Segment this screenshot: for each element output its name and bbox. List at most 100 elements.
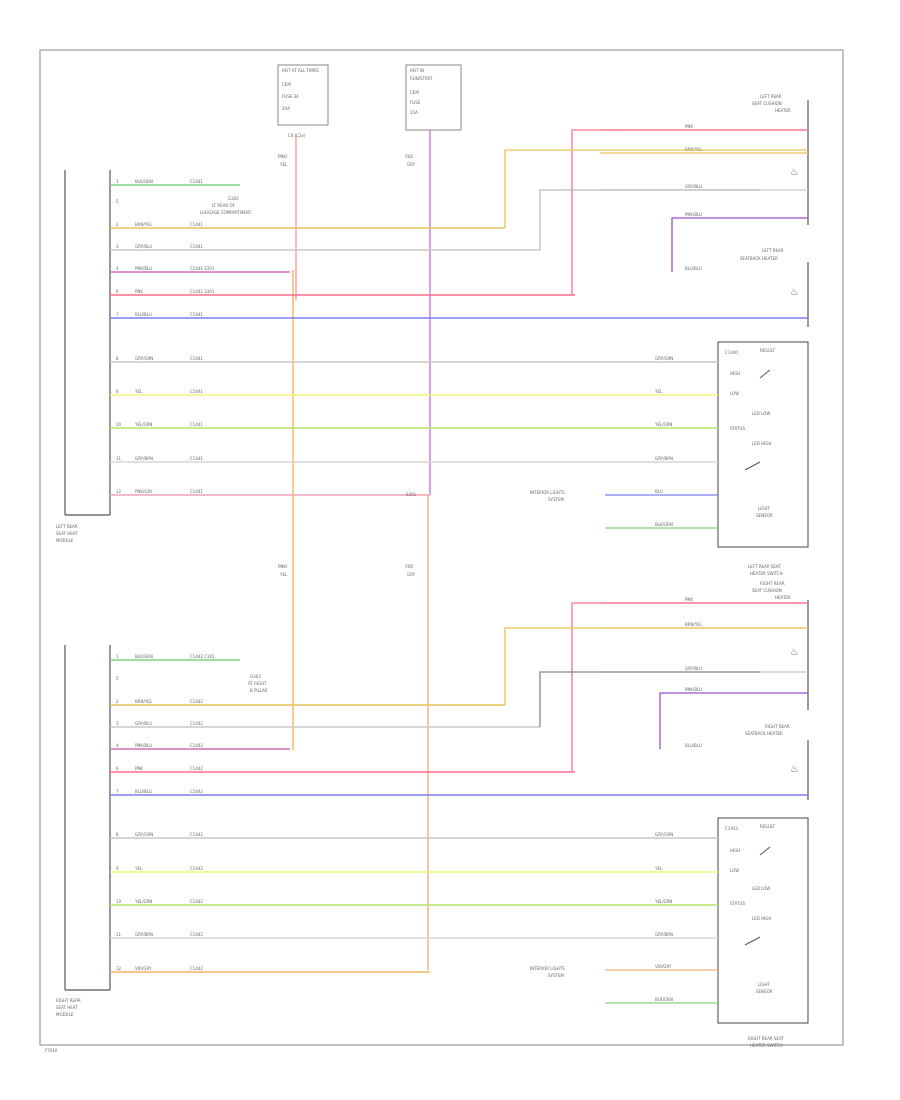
bottom-wire-conn-5: C1442: [190, 743, 203, 748]
fuse-left-line-0: HOT AT ALL TIMES: [282, 68, 319, 73]
br-switch-label-4: LED HIGH: [752, 916, 771, 921]
fuse-left-line-2: FUSE 34: [282, 94, 299, 99]
br-switch-label-7: SENSOR: [756, 989, 773, 994]
tr-switch-label-2: LOW: [730, 391, 739, 396]
top-right-switch-connector: C1440: [725, 350, 738, 355]
bottom-ground-note-2: B PILLAR: [250, 688, 268, 693]
top-ground-note-1: LT REAR OF: [212, 203, 236, 208]
bottom-wire-color-11: GRY/BRN: [135, 932, 153, 937]
bottom-wire-conn-6: C1442: [190, 766, 203, 771]
bottom-right-backrest-wire-2: BLU/BLU: [685, 743, 702, 748]
top-wire-color-11: GRY/BRN: [135, 456, 153, 461]
br-switch-label-0: RESULT: [760, 824, 775, 829]
connector-route-2: [504, 149, 808, 228]
bottom-right-cushion-wire-3: GRY/BLU: [685, 666, 702, 671]
top-module-label-0: LEFT REAR: [56, 524, 78, 529]
bottom-wire-color-7: BLU/BLU: [135, 789, 152, 794]
diagram-frame: [39, 49, 844, 1046]
top-wire-color-3: BRN/YEL: [135, 222, 153, 227]
bottom-pin-1: 1: [116, 654, 119, 659]
br-switch-label-5: STATUS: [730, 901, 745, 906]
switch-contact-icon: [744, 369, 771, 471]
bottom-module-label-1: SEAT HEAT: [56, 1005, 78, 1010]
bottom-right-cushion-wire-2: BRN/YEL: [685, 622, 703, 627]
fuse-drop-right-a: VIO/: [405, 154, 414, 159]
bottom-right-switch-wire-4: GRY/BRN: [655, 932, 673, 937]
top-pin-6: 6: [116, 289, 119, 294]
connector-route-4: [539, 189, 760, 250]
top-module-label-1: SEAT HEAT: [56, 531, 78, 536]
fuse-drop-right-b: GRY: [407, 162, 416, 167]
top-wire-conn-10: C1441: [190, 422, 203, 427]
tr-switch-label-3: LED LOW: [752, 411, 770, 416]
left-rear-seatback-heater: LEFT REAR SEATBACK HEATER ♨: [740, 248, 809, 327]
fuse-right-line-3: FUSE: [410, 100, 421, 105]
bottom-wire-color-5: PNK/BLU: [135, 743, 152, 748]
bottom-ground-note-1: AT RIGHT: [248, 681, 267, 686]
br-cushion-title-2: HEATER: [775, 595, 791, 600]
top-right-cushion-wire-3: GRY/BLU: [685, 184, 702, 189]
fuse-left-line-1: CEM: [282, 82, 291, 87]
bottom-wire-conn-12: C1442: [190, 966, 203, 971]
top-wire-color-9: YEL: [134, 389, 143, 394]
right-rear-seat-heater-switch: RESULT HIGH LOW LED LOW LED HIGH STATUS …: [717, 817, 809, 1048]
tr-cushion-title-2: HEATER: [775, 108, 791, 113]
top-wire-color-5: PNK/BLU: [135, 266, 152, 271]
top-wire-conn-3: C1441: [190, 222, 203, 227]
bottom-wire-conn-3: C1442: [190, 699, 203, 704]
br-switch-title-1: HEATER SWITCH: [750, 1043, 783, 1048]
tr-switch-label-4: LED HIGH: [752, 441, 771, 446]
bottom-ground-note-0: G303: [250, 674, 261, 679]
tr-backrest-title-1: SEATBACK HEATER: [740, 256, 778, 261]
bottom-wire-color-6: PNK: [135, 766, 143, 771]
fuse-left-line-3: 20A: [282, 106, 290, 111]
bottom-right-backrest-wire-1: PNK/BLU: [685, 687, 702, 692]
bottom-pin-7: 7: [116, 789, 119, 794]
bottom-right-switch-connector: C1443: [725, 826, 738, 831]
bottom-pin-12: 12: [116, 966, 122, 971]
bottom-pin-8: 8: [116, 832, 119, 837]
top-pin-8: 8: [116, 356, 119, 361]
bottom-wire-conn-4: C1442: [190, 721, 203, 726]
bottom-wire-color-9: YEL: [134, 866, 143, 871]
fuse-left-footer: C4 (C2x): [288, 133, 306, 138]
bottom-pin-2: 5: [116, 676, 119, 681]
connector-route-5: [571, 602, 808, 772]
bottom-wire-color-8: GRY/GRN: [135, 832, 153, 837]
top-wire-conn-1: C1441: [190, 179, 203, 184]
mid-drop-right-b: GRY: [407, 572, 416, 577]
top-pin-2: 5: [116, 199, 119, 204]
figure-code: F7010: [45, 1048, 58, 1053]
mid-drop-left-b: YEL: [279, 572, 288, 577]
fuse-drop-left-a: PNK/: [278, 154, 288, 159]
bottom-wire-conn-7: C1442: [190, 789, 203, 794]
top-right-backrest-wire-1: PNK/BLU: [685, 212, 702, 217]
tr-switch-label-1: HIGH: [730, 371, 740, 376]
br-switch-label-2: LOW: [730, 868, 739, 873]
fuse-right-line-2: CEM: [410, 90, 419, 95]
left-rear-module: LEFT REAR SEAT HEAT MODULE: [56, 170, 111, 543]
tr-cushion-title-1: SEAT CUSHION: [752, 101, 782, 106]
heater-element-icon: ♨: [790, 167, 799, 178]
bottom-pin-11: 11: [116, 932, 122, 937]
bottom-pin-9: 9: [116, 866, 119, 871]
br-switch-label-1: HIGH: [730, 848, 740, 853]
bottom-wire-color-12: VIO/GRY: [135, 966, 152, 971]
bottom-wire-conn-9: C1442: [190, 866, 203, 871]
top-wire-conn-4: C1441: [190, 244, 203, 249]
bottom-pin-6: 6: [116, 766, 119, 771]
top-right-illum-wire-1: BLU: [655, 489, 663, 494]
bottom-pin-3: 2: [116, 699, 119, 704]
bottom-wire-color-3: BRN/YEL: [135, 699, 153, 704]
fuse-box-right: HOT IN RUN/START CEM FUSE 15A: [405, 64, 462, 131]
fuse-box-left: HOT AT ALL TIMES CEM FUSE 34 20A C4 (C2x…: [277, 64, 329, 138]
top-wire-color-10: YEL/GRN: [134, 422, 152, 427]
top-wire-conn-8: C1441: [190, 356, 203, 361]
tr-switch-label-6: LIGHT: [758, 506, 771, 511]
top-pin-9: 9: [116, 389, 119, 394]
top-pin-11: 11: [116, 456, 122, 461]
fuse-right-line-1: RUN/START: [410, 76, 433, 81]
top-pin-3: 2: [116, 222, 119, 227]
